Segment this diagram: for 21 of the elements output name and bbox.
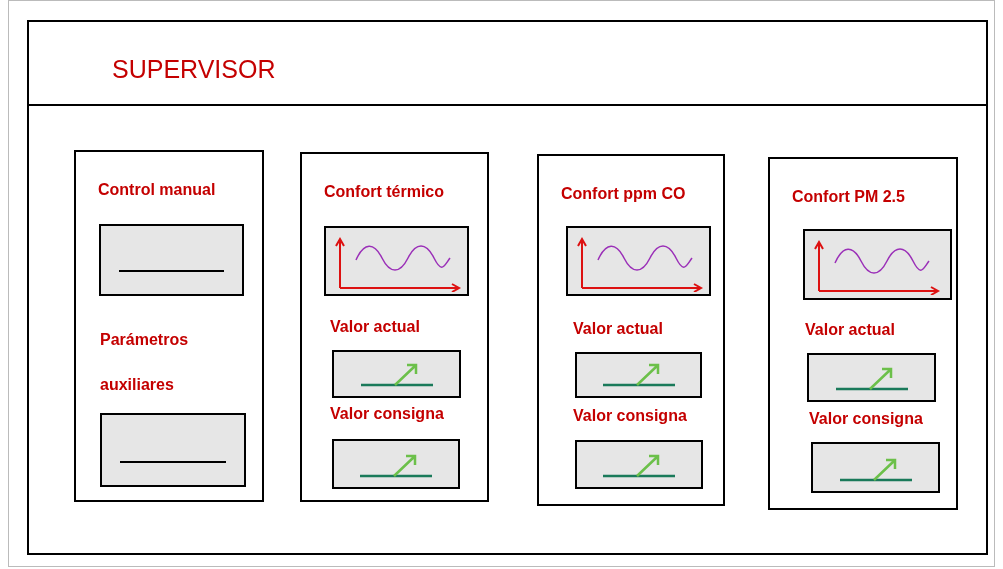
panel-title: Confort PM 2.5 (792, 187, 905, 207)
field-label: Valor consigna (573, 406, 688, 426)
panel-title: Confort ppm CO (561, 184, 686, 204)
panel-title: Confort térmico (324, 182, 444, 202)
panel (300, 152, 489, 502)
panel (768, 157, 958, 510)
field-label: Valor actual (573, 319, 664, 339)
field-label: Parámetros auxiliares (100, 330, 190, 395)
panel (537, 154, 725, 506)
field-label: Valor consigna (809, 409, 924, 429)
field-label: Valor actual (330, 317, 421, 337)
window-frame (27, 20, 988, 555)
chart-box (324, 226, 469, 296)
field-label: Valor consigna (330, 404, 445, 424)
chart-box (803, 229, 952, 300)
window-title: SUPERVISOR (112, 54, 276, 85)
field-label: Valor actual (805, 320, 896, 340)
input-box (99, 224, 244, 296)
chart-box (566, 226, 711, 296)
panel-title: Control manual (98, 180, 216, 200)
panel (74, 150, 264, 502)
